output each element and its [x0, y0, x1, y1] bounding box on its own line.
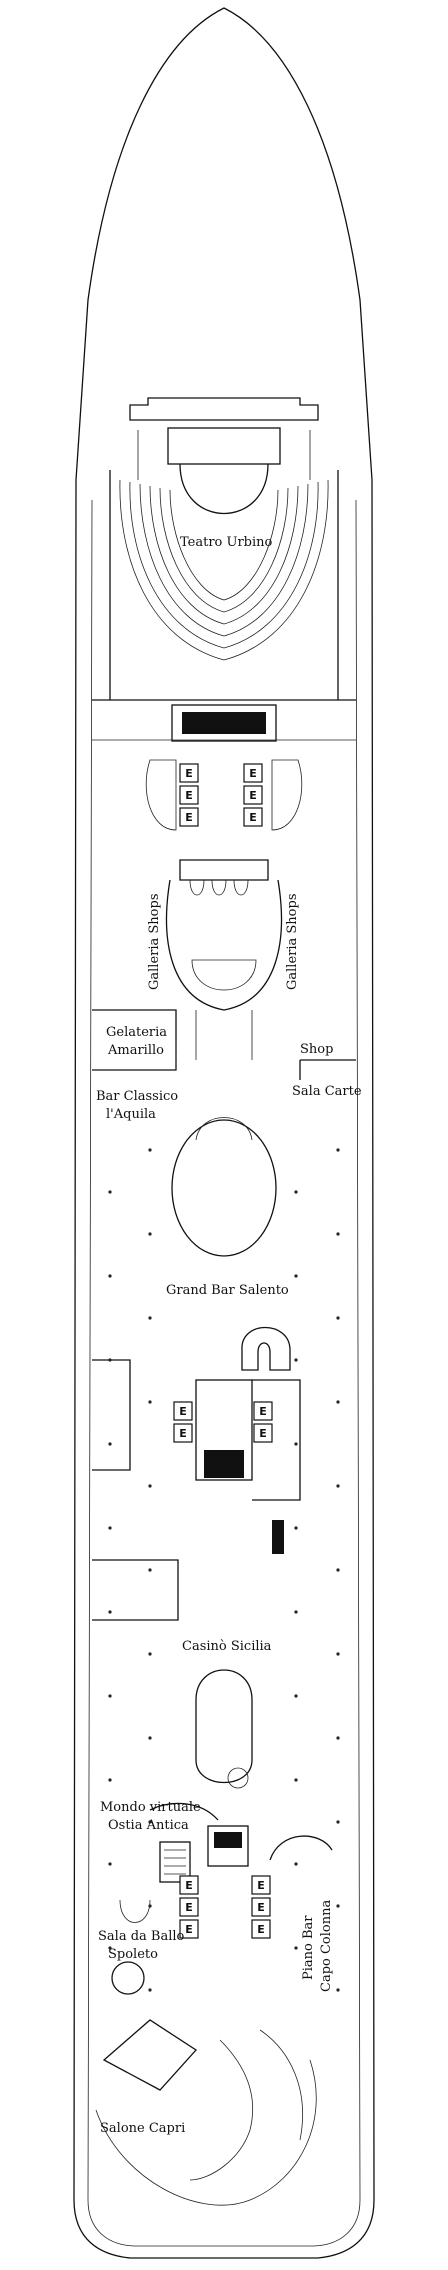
column-dot — [148, 1736, 152, 1740]
galleria-shops-right-label: Galleria Shops — [285, 894, 300, 991]
svg-text:E: E — [257, 1923, 265, 1936]
column-dot — [294, 1610, 298, 1614]
galleria-area — [165, 859, 283, 1060]
gelateria-label-1: Gelateria — [106, 1025, 167, 1040]
column-dot — [336, 1400, 340, 1404]
mondo-virtuale-label-1: Mondo virtuale — [100, 1800, 201, 1815]
elevator-bank-mid: E E E E — [173, 1401, 273, 1443]
salone-capri-label: Salone Capri — [100, 2121, 185, 2136]
sala-da-ballo-label-1: Sala da Ballo — [98, 1929, 185, 1944]
bar-classico-label-2: l'Aquila — [106, 1107, 156, 1122]
column-dot — [148, 1148, 152, 1152]
column-dot — [148, 1820, 152, 1824]
column-dot — [108, 1862, 112, 1866]
svg-text:E: E — [259, 1405, 267, 1418]
svg-text:E: E — [249, 767, 257, 780]
column-dot — [336, 1568, 340, 1572]
column-dots — [108, 1148, 340, 1992]
gelateria-label-2: Amarillo — [107, 1043, 164, 1058]
elevator-icon — [243, 763, 263, 783]
column-dot — [108, 1442, 112, 1446]
column-dot — [148, 1316, 152, 1320]
column-dot — [336, 1148, 340, 1152]
column-dot — [336, 1316, 340, 1320]
elevator-bank-upper: E E E E E E — [145, 759, 303, 831]
column-dot — [108, 1274, 112, 1278]
svg-text:E: E — [185, 789, 193, 802]
column-dot — [108, 1694, 112, 1698]
casino-area — [92, 1559, 253, 1789]
bar-classico-label-1: Bar Classico — [96, 1089, 178, 1104]
elevator-icon — [179, 785, 199, 805]
svg-text:E: E — [179, 1427, 187, 1440]
gelateria-shop-area — [92, 1009, 356, 1080]
column-dot — [294, 1442, 298, 1446]
column-dot — [108, 1526, 112, 1530]
svg-text:E: E — [257, 1901, 265, 1914]
column-dot — [294, 1946, 298, 1950]
svg-text:E: E — [185, 1879, 193, 1892]
column-dot — [336, 1736, 340, 1740]
svg-text:E: E — [185, 1901, 193, 1914]
elevator-icon — [243, 785, 263, 805]
piano-bar-label: Piano Bar — [301, 1915, 316, 1980]
svg-text:E: E — [185, 767, 193, 780]
column-dot — [294, 1778, 298, 1782]
column-dot — [336, 1820, 340, 1824]
svg-text:E: E — [185, 1923, 193, 1936]
salone-capri-area — [95, 2019, 317, 2206]
svg-text:E: E — [259, 1427, 267, 1440]
hull-inner — [87, 499, 361, 2247]
column-dot — [148, 1988, 152, 1992]
column-dot — [336, 1484, 340, 1488]
column-dot — [148, 1484, 152, 1488]
column-dot — [148, 1232, 152, 1236]
column-dot — [336, 1652, 340, 1656]
grand-bar-area — [171, 1117, 277, 1257]
grand-bar-salento-label: Grand Bar Salento — [166, 1283, 289, 1298]
mondo-virtuale-label-2: Ostia Antica — [108, 1818, 189, 1833]
galleria-shops-left-label: Galleria Shops — [147, 894, 162, 991]
column-dot — [108, 1946, 112, 1950]
capo-colonna-label: Capo Colonna — [319, 1900, 334, 1992]
column-dot — [336, 1232, 340, 1236]
sala-da-ballo-label-2: Spoleto — [108, 1947, 158, 1962]
column-dot — [148, 1568, 152, 1572]
column-dot — [148, 1904, 152, 1908]
column-dot — [294, 1190, 298, 1194]
column-dot — [108, 1358, 112, 1362]
aft-mid-structures — [111, 1802, 333, 1995]
shop-label: Shop — [300, 1042, 333, 1057]
sala-carte-label: Sala Carte — [292, 1084, 362, 1099]
column-dot — [336, 1988, 340, 1992]
column-dot — [294, 1694, 298, 1698]
hull-outline — [73, 7, 375, 2259]
elevator-icon — [179, 807, 199, 827]
svg-text:E: E — [249, 811, 257, 824]
column-dot — [108, 1778, 112, 1782]
svg-text:E: E — [257, 1879, 265, 1892]
column-dot — [148, 1400, 152, 1404]
teatro-urbino-label: Teatro Urbino — [180, 535, 273, 550]
column-dot — [336, 1904, 340, 1908]
svg-text:E: E — [249, 789, 257, 802]
column-dot — [294, 1274, 298, 1278]
column-dot — [294, 1526, 298, 1530]
svg-text:E: E — [179, 1405, 187, 1418]
casino-sicilia-label: Casinò Sicilia — [182, 1639, 272, 1654]
column-dot — [294, 1862, 298, 1866]
elevator-icon — [179, 763, 199, 783]
theatre-area — [92, 397, 356, 742]
elevator-bank-aft: E E E E E E — [179, 1875, 271, 1939]
column-dot — [148, 1652, 152, 1656]
column-dot — [294, 1358, 298, 1362]
svg-text:E: E — [185, 811, 193, 824]
column-dot — [108, 1190, 112, 1194]
column-dot — [108, 1610, 112, 1614]
elevator-icon — [243, 807, 263, 827]
